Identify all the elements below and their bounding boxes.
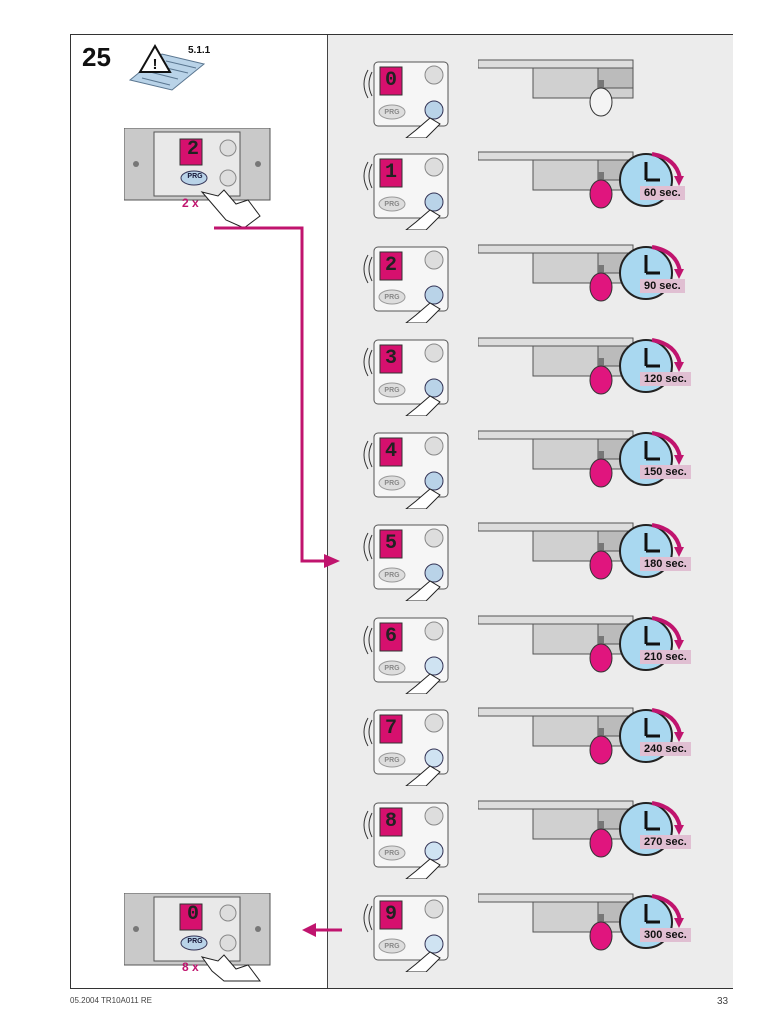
prg-button[interactable]: PRG (384, 572, 400, 579)
initial-display-digit: 2 (186, 138, 199, 161)
remote-keypad (363, 802, 449, 879)
clock-timer-icon (619, 523, 684, 578)
operator-light-unit (478, 430, 634, 488)
clock-timer-icon (619, 616, 684, 671)
keypad-display-digit: 5 (384, 532, 397, 555)
operator-light-unit (478, 337, 634, 395)
keypad-display-digit: 7 (384, 717, 397, 740)
flow-arrow-left (302, 923, 342, 937)
remote-keypad (363, 709, 449, 786)
final-prg-button[interactable]: PRG (187, 938, 203, 945)
clock-timer-icon (619, 431, 684, 486)
svg-text:!: ! (153, 56, 158, 73)
keypad-display-digit: 4 (384, 440, 397, 463)
timer-duration-label: 60 sec. (640, 186, 685, 200)
clock-timer-icon (619, 152, 684, 207)
prg-button[interactable]: PRG (384, 943, 400, 950)
keypad-display-digit: 9 (384, 903, 397, 926)
timer-duration-label: 90 sec. (640, 279, 685, 293)
timer-duration-label: 300 sec. (640, 928, 691, 942)
remote-keypad (363, 524, 449, 601)
remote-keypad (363, 61, 449, 138)
flow-arrow-right (214, 226, 340, 568)
keypad-display-digit: 1 (384, 161, 397, 184)
initial-control-panel (124, 128, 271, 229)
remote-keypad (363, 153, 449, 230)
timer-duration-label: 240 sec. (640, 742, 691, 756)
remote-keypad (363, 895, 449, 972)
keypad-display-digit: 3 (384, 347, 397, 370)
keypad-display-digit: 6 (384, 625, 397, 648)
prg-button[interactable]: PRG (384, 757, 400, 764)
operator-light-unit (478, 59, 634, 117)
operator-light-unit (478, 522, 634, 580)
remote-keypad (363, 617, 449, 694)
clock-timer-icon (619, 801, 684, 856)
final-control-panel (124, 893, 271, 982)
prg-button[interactable]: PRG (384, 387, 400, 394)
warning-manual-icon: ! (128, 43, 206, 91)
initial-press-count: 2 x (182, 196, 199, 210)
timer-duration-label: 270 sec. (640, 835, 691, 849)
final-press-count: 8 x (182, 960, 199, 974)
clock-timer-icon (619, 894, 684, 949)
prg-button[interactable]: PRG (384, 109, 400, 116)
clock-timer-icon (619, 245, 684, 300)
keypad-display-digit: 8 (384, 810, 397, 833)
timer-duration-label: 210 sec. (640, 650, 691, 664)
page-number: 33 (717, 996, 729, 1007)
keypad-display-digit: 0 (384, 69, 397, 92)
remote-keypad (363, 246, 449, 323)
timer-duration-label: 150 sec. (640, 465, 691, 479)
clock-timer-icon (619, 338, 684, 393)
prg-button[interactable]: PRG (384, 294, 400, 301)
operator-light-unit (478, 893, 634, 951)
remote-keypad (363, 339, 449, 416)
prg-button[interactable]: PRG (384, 850, 400, 857)
timer-duration-label: 120 sec. (640, 372, 691, 386)
timer-duration-label: 180 sec. (640, 557, 691, 571)
initial-prg-button[interactable]: PRG (187, 173, 203, 180)
reference-number: 5.1.1 (188, 45, 211, 56)
prg-button[interactable]: PRG (384, 480, 400, 487)
clock-timer-icon (619, 708, 684, 763)
keypad-display-digit: 2 (384, 254, 397, 277)
final-display-digit: 0 (186, 903, 199, 926)
step-number: 25 (82, 42, 111, 72)
footer-doc-code: 05.2004 TR10A011 RE (70, 996, 152, 1005)
prg-button[interactable]: PRG (384, 201, 400, 208)
remote-keypad (363, 432, 449, 509)
prg-button[interactable]: PRG (384, 665, 400, 672)
